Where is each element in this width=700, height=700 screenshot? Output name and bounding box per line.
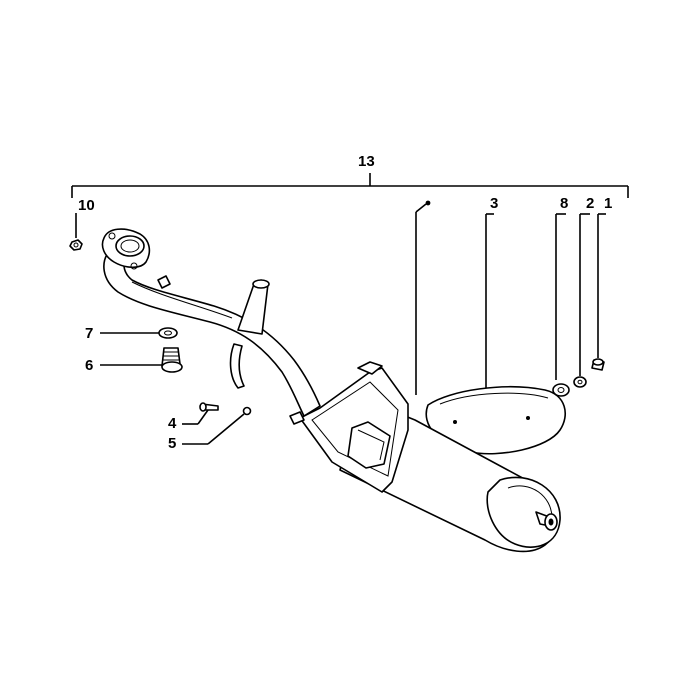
washer-part-7	[158, 327, 178, 339]
bolt-part-4	[199, 402, 219, 412]
stud-part-6	[161, 347, 183, 373]
label-10: 10	[78, 197, 95, 214]
label-1: 1	[604, 195, 612, 212]
label-6: 6	[85, 357, 93, 374]
grommet-part-8	[552, 383, 570, 397]
label-2: 2	[586, 195, 594, 212]
label-7: 7	[85, 325, 93, 342]
label-8: 8	[560, 195, 568, 212]
screw-part-1	[591, 358, 605, 371]
label-5: 5	[168, 435, 176, 452]
label-3: 3	[490, 195, 498, 212]
nut-part-5	[242, 406, 252, 416]
label-4: 4	[168, 415, 177, 432]
nut-part-10	[69, 239, 83, 251]
leader-lines	[75, 200, 606, 445]
exhaust-pipe	[101, 228, 321, 425]
muffler-bracket	[299, 361, 409, 493]
washer-part-2	[573, 376, 587, 388]
assembly-bracket	[71, 173, 629, 198]
label-13: 13	[358, 153, 375, 170]
